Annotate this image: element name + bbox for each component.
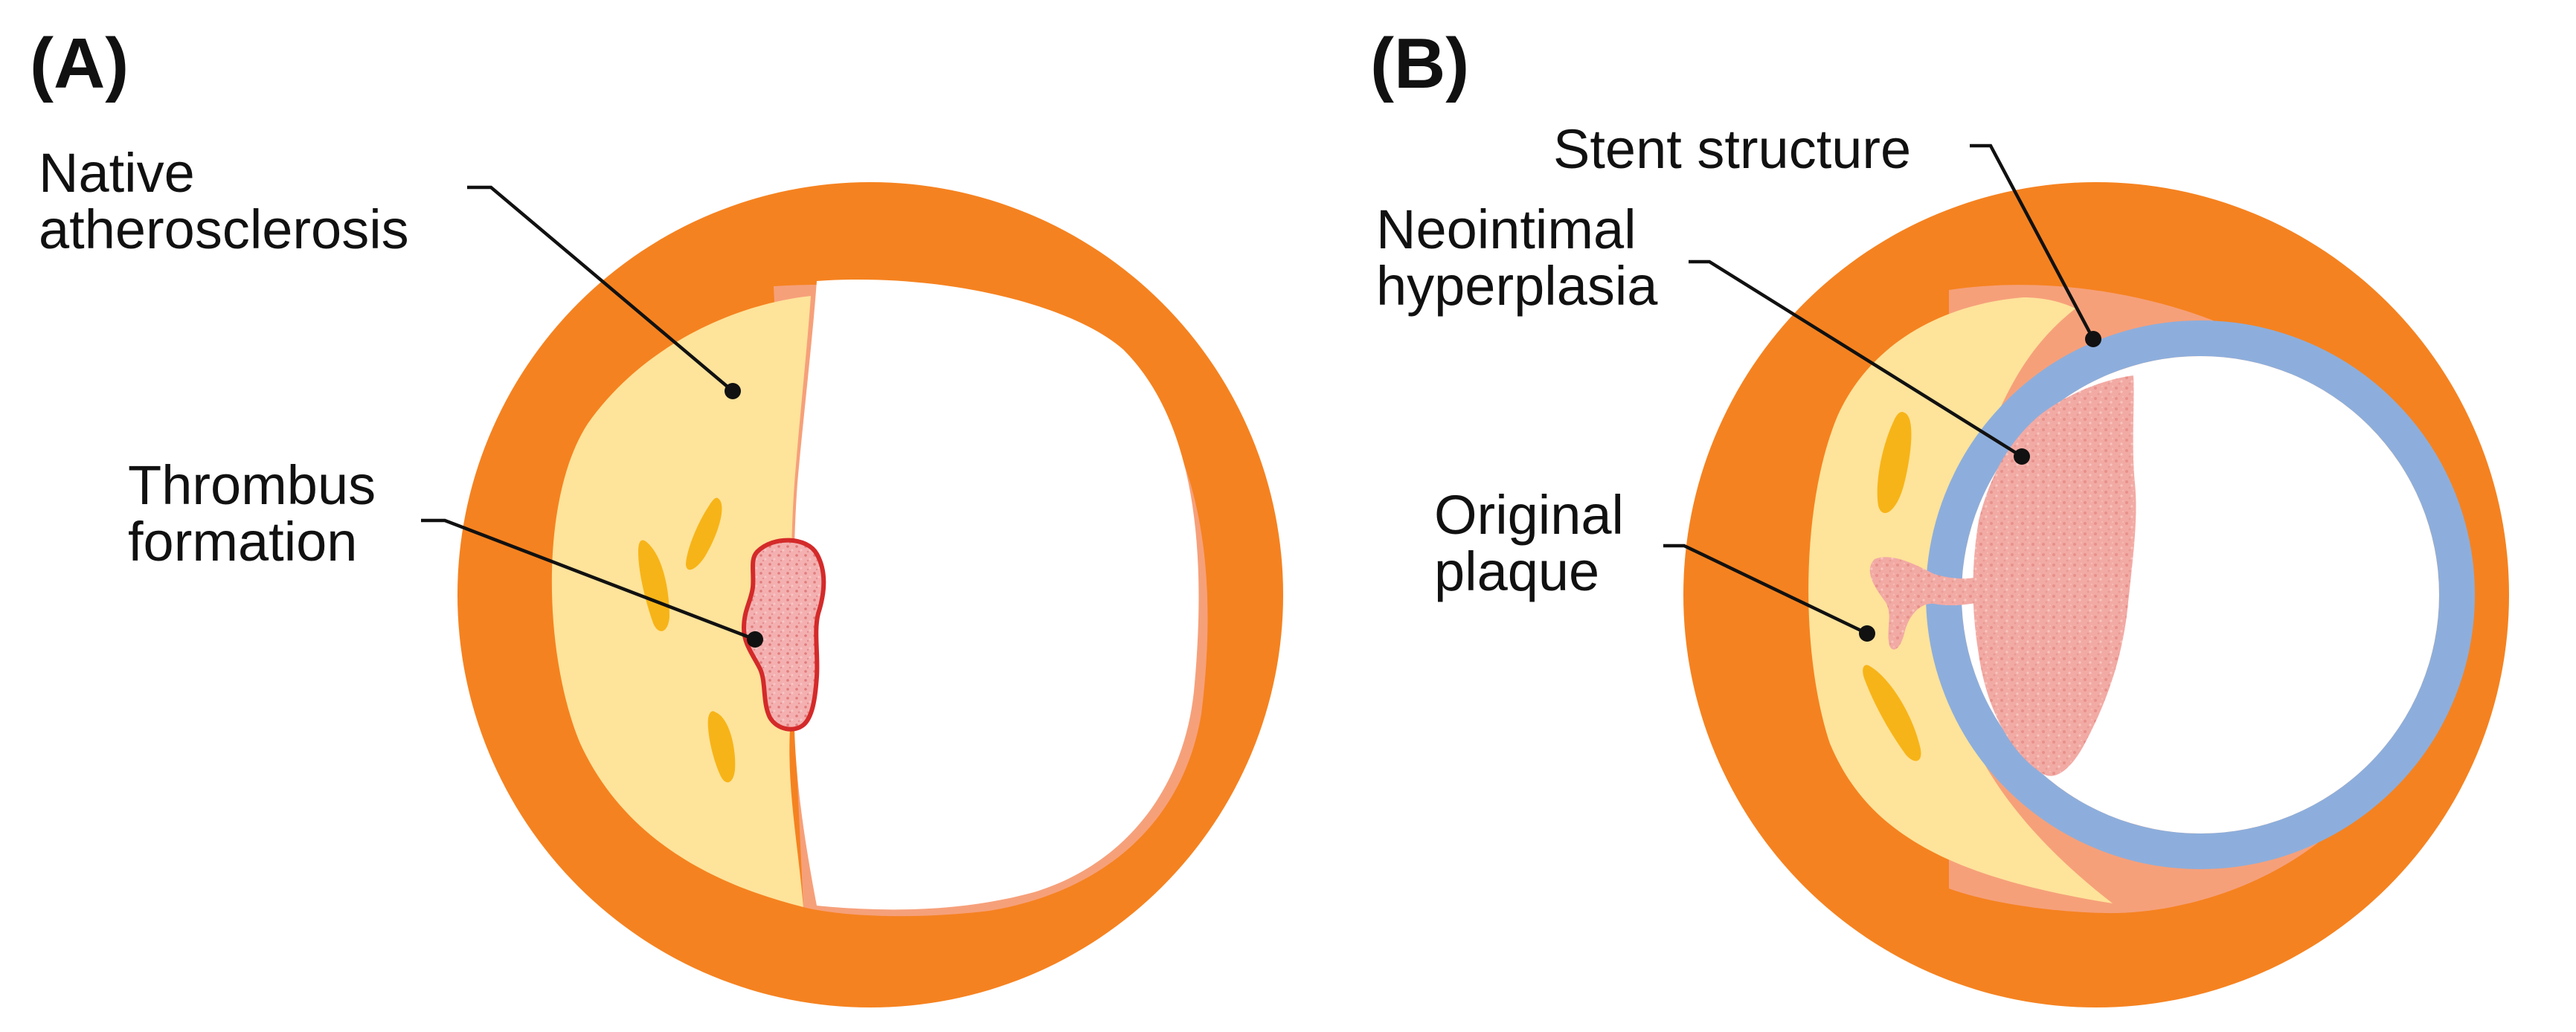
- panel-b-neointima-strand: [1869, 557, 1980, 650]
- label-original-plaque: Original plaque: [1434, 484, 1639, 602]
- label-stent-structure: Stent structure: [1553, 118, 1911, 180]
- leader-original-plaque: [1663, 544, 1868, 636]
- panel-a-letter: (A): [30, 24, 129, 103]
- panel-b: (B) Stent structure Neointimal hyperplas…: [1370, 24, 2509, 1007]
- anchor-thrombus-formation: [747, 631, 763, 648]
- panel-b-lipid-core-1: [1877, 412, 1912, 513]
- label-native-atherosclerosis: Native atherosclerosis: [39, 142, 409, 260]
- panel-a-lipid-core-1: [638, 540, 669, 631]
- anchor-stent-structure: [2085, 331, 2101, 347]
- label-thrombus-formation: Thrombus formation: [128, 454, 391, 573]
- panel-b-lipid-core-2: [1863, 665, 1921, 761]
- leader-thrombus-formation: [421, 518, 756, 642]
- leader-native-atherosclerosis: [467, 185, 734, 393]
- panel-a-lipid-core-3: [707, 711, 736, 783]
- anchor-original-plaque: [1859, 625, 1875, 642]
- panel-a-lipid-core-2: [686, 497, 722, 570]
- leader-stent-structure: [1970, 143, 2095, 341]
- panel-a: (A) Native atherosclerosis Thrombus form…: [30, 24, 1283, 1007]
- panel-b-letter: (B): [1370, 24, 1469, 103]
- panel-b-neointimal-hyperplasia: [1973, 375, 2136, 776]
- label-neointimal-hyperplasia: Neointimal hyperplasia: [1376, 199, 1658, 317]
- panel-a-thrombus: [741, 538, 826, 732]
- anchor-neointimal-hyperplasia: [2014, 448, 2030, 465]
- anchor-native-atherosclerosis: [725, 383, 741, 399]
- leader-neointimal-hyperplasia: [1689, 259, 2023, 458]
- panel-a-lumen: [794, 279, 1199, 910]
- panel-a-native-plaque: [551, 296, 811, 907]
